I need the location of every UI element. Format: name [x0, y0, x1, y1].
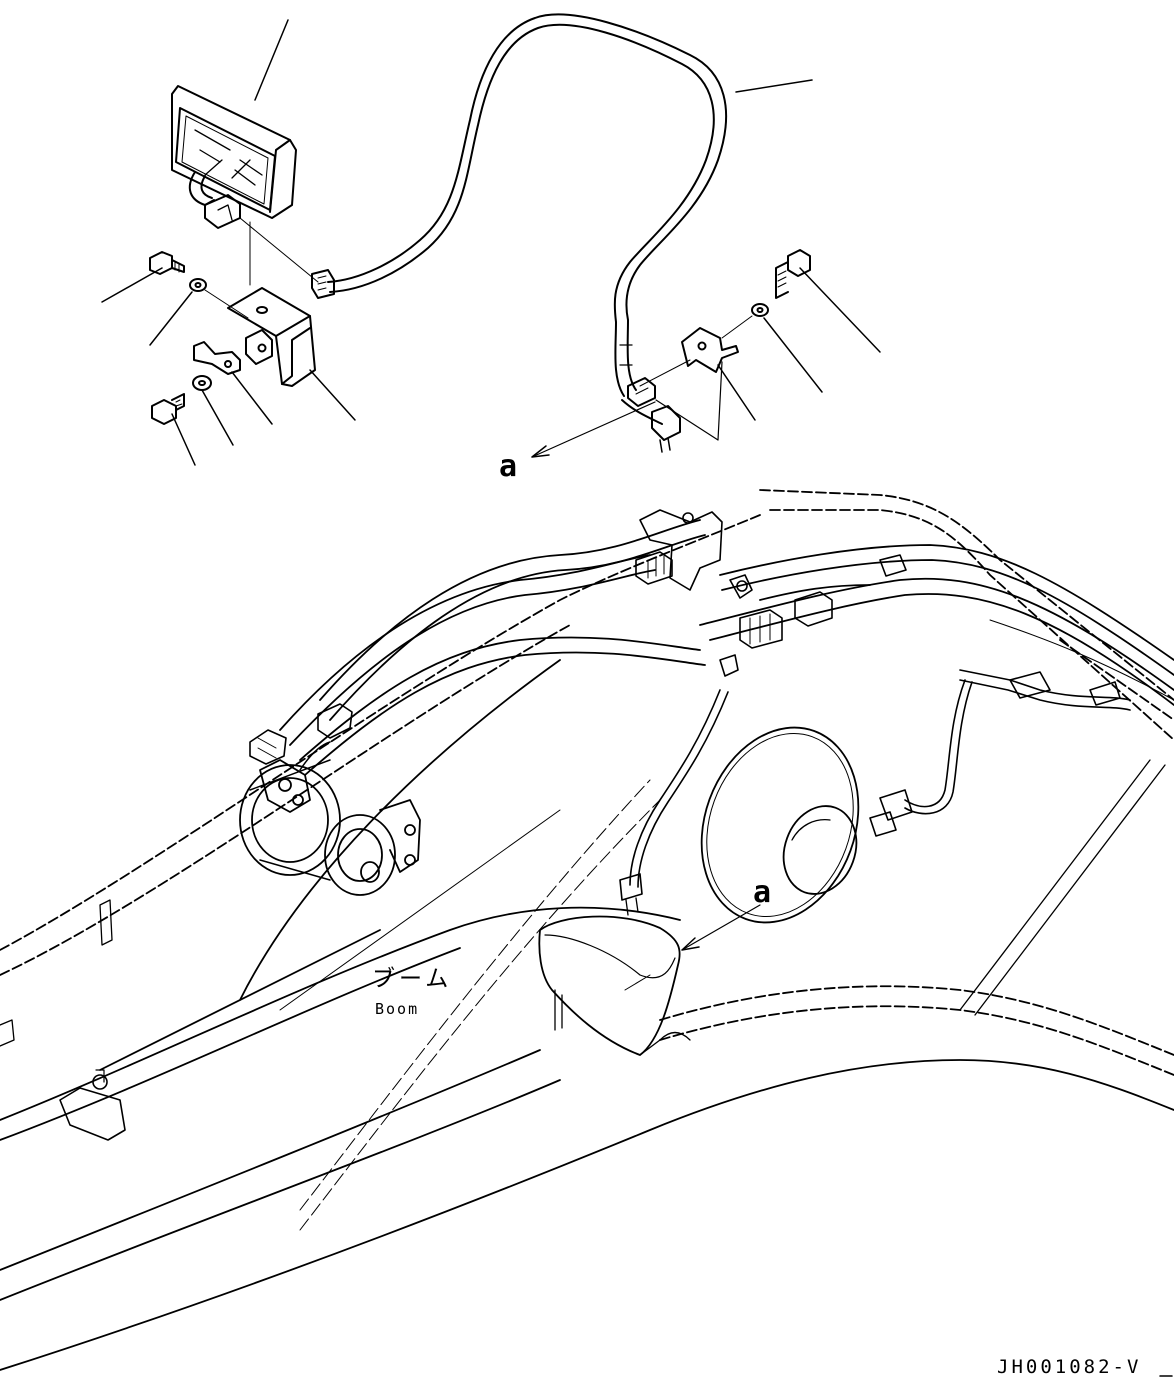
guide-washer-upper-left	[204, 289, 249, 319]
boom-structure	[0, 489, 1174, 1371]
leader-washer-lower-left	[201, 389, 234, 446]
washer-upper-left-hole	[194, 282, 202, 288]
leader-lamp	[254, 19, 289, 101]
washer-upper-left	[189, 278, 207, 292]
figure-code: JH001082-V	[997, 1356, 1142, 1378]
leader-bolt-right	[799, 267, 881, 353]
guide-harness-connector	[239, 217, 319, 283]
guide-clamp-connector	[639, 359, 691, 387]
boom-label-ja: ブーム	[372, 966, 453, 992]
bolt-lower-left	[151, 393, 185, 425]
arrow-a-upper-head	[531, 445, 550, 458]
work-lamp	[171, 85, 297, 229]
arrow-a-lower-head	[681, 937, 700, 951]
leader-clamp-bracket	[717, 364, 756, 421]
leader-washer-right	[763, 317, 823, 393]
washer-lower-left-hole	[198, 380, 206, 386]
washer-right	[751, 303, 769, 317]
washer-right-hole	[756, 307, 764, 313]
lamp-bracket	[227, 287, 316, 387]
bolt-upper-left	[149, 251, 185, 275]
hose-clamps	[59, 509, 753, 1141]
callout-a-lower: a	[753, 875, 772, 910]
boom-mounted-lamp	[538, 915, 691, 1056]
bolt-right	[775, 249, 811, 299]
hose-fittings	[249, 551, 833, 765]
callout-a-upper: a	[499, 449, 518, 484]
boom-label-en: Boom	[375, 1000, 420, 1018]
leader-bolt-upper-left	[101, 267, 163, 303]
leader-clip-plate	[231, 371, 273, 425]
guide-washer-right	[721, 315, 753, 339]
clip-plate	[193, 341, 241, 375]
leader-bolt-lower-left	[171, 413, 196, 466]
guide-clamp	[655, 361, 723, 441]
washer-lower-left	[192, 375, 212, 391]
boom-foot-pin	[239, 741, 421, 896]
leader-washer-upper-left	[149, 291, 193, 346]
boom-harness	[619, 554, 1131, 916]
boom-cylinder-pin	[700, 726, 860, 924]
arrow-a-lower	[681, 904, 761, 951]
harness-clamp-bracket	[681, 327, 739, 373]
hydraulic-hoses	[99, 519, 1174, 1071]
arrow-a-upper	[531, 401, 656, 458]
leader-bracket	[309, 369, 356, 421]
leader-harness	[735, 79, 813, 93]
wiring-harness	[311, 13, 728, 453]
